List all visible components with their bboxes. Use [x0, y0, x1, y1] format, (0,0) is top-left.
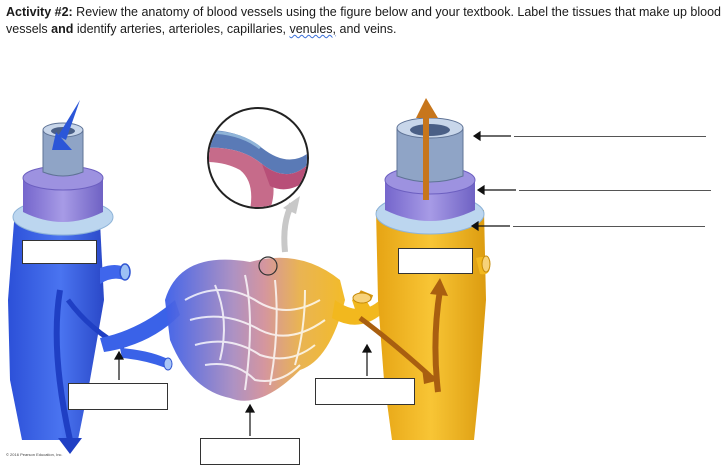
artery-tunica-intima: [396, 127, 464, 183]
activity-instructions: Activity #2: Review the anatomy of blood…: [6, 4, 721, 38]
vein-tunica-media: [23, 178, 103, 222]
magnify-circle: [258, 256, 278, 276]
label-pointer-arrows: [113, 130, 516, 436]
magnified-inset: [207, 107, 309, 209]
activity-heading: Activity #2:: [6, 5, 73, 19]
vein-outflow-arrow: [53, 289, 73, 441]
instructions-text-2: identify arteries, arterioles, capillari…: [73, 22, 290, 36]
instructions-venules: venules,: [289, 22, 337, 36]
copyright-credit: © 2016 Pearson Education, Inc.: [6, 452, 63, 457]
capillary-bed: [100, 196, 345, 401]
label-box-capillaries[interactable]: [200, 438, 300, 465]
tunica-label-line-3[interactable]: [513, 226, 705, 227]
instructions-text-1: Review the anatomy of blood vessels usin…: [6, 5, 722, 36]
artery-inflow-arrow: [432, 289, 443, 393]
arteriole: [332, 290, 384, 325]
label-box-venule[interactable]: [68, 383, 168, 410]
vein-inflow-arrow: [58, 100, 80, 140]
vein-tunica-intima: [42, 129, 84, 177]
label-box-vein[interactable]: [22, 240, 97, 264]
instructions-bold-and: and: [51, 22, 74, 36]
label-box-artery[interactable]: [398, 248, 473, 274]
tunica-label-line-1[interactable]: [514, 136, 706, 137]
instructions-text-3: and veins.: [336, 22, 397, 36]
tunica-label-line-2[interactable]: [519, 190, 711, 191]
label-box-arteriole[interactable]: [315, 378, 415, 405]
venule: [100, 300, 180, 352]
